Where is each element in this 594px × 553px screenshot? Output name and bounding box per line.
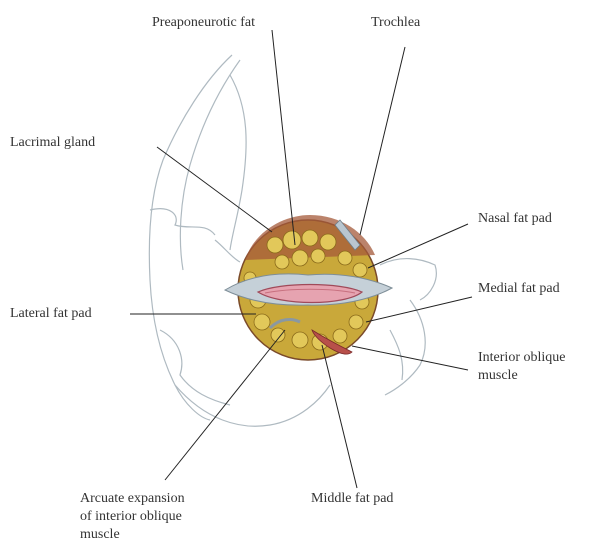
leader-nasal xyxy=(368,224,468,268)
leader-arcuate xyxy=(165,330,285,480)
leader-medial xyxy=(366,297,472,322)
leader-trochlea xyxy=(360,47,405,235)
label-arcuate-line3: muscle xyxy=(80,526,220,544)
label-lateral-fat-pad: Lateral fat pad xyxy=(10,305,92,323)
label-lacrimal-gland: Lacrimal gland xyxy=(10,134,95,152)
label-medial-fat-pad: Medial fat pad xyxy=(478,280,560,298)
label-arcuate-expansion: Arcuate expansion of interior oblique mu… xyxy=(80,490,220,544)
label-interior-oblique-line2: muscle xyxy=(478,367,588,385)
label-nasal-fat-pad: Nasal fat pad xyxy=(478,210,552,228)
leader-middle xyxy=(322,345,357,488)
label-preaponeurotic-fat: Preaponeurotic fat xyxy=(152,14,255,32)
label-trochlea: Trochlea xyxy=(371,14,420,32)
label-interior-oblique-muscle: Interior oblique muscle xyxy=(478,349,588,385)
label-middle-fat-pad: Middle fat pad xyxy=(311,490,393,508)
leader-preaponeurotic xyxy=(272,30,295,245)
label-arcuate-line1: Arcuate expansion xyxy=(80,490,220,508)
leader-lacrimal xyxy=(157,147,272,232)
orbit-sphere xyxy=(225,215,392,360)
label-interior-oblique-line1: Interior oblique xyxy=(478,349,588,367)
label-arcuate-line2: of interior oblique xyxy=(80,508,220,526)
leader-interior-oblique xyxy=(352,346,468,370)
